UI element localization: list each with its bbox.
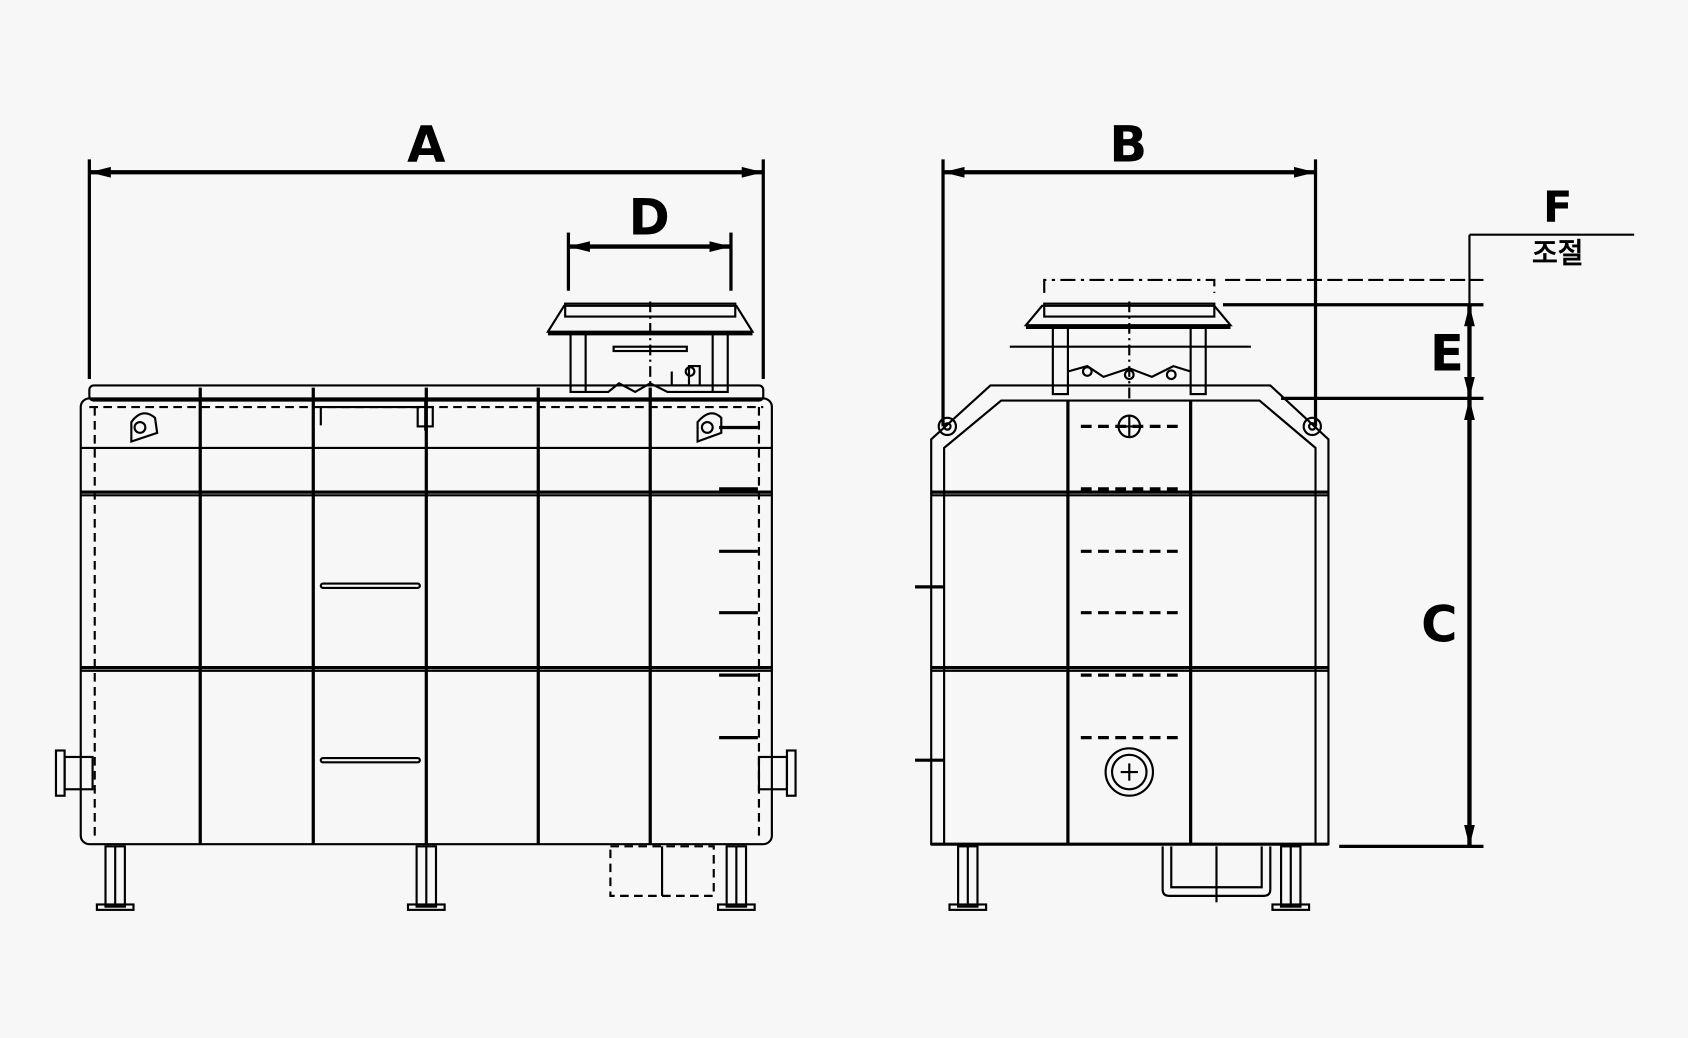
dimension-label-c: C xyxy=(1421,596,1457,654)
lifting-lug-icon xyxy=(130,412,159,443)
lifting-eye-icon xyxy=(1302,416,1322,437)
dimension-label-e: E xyxy=(1430,324,1464,382)
dimension-label-f: F xyxy=(1543,183,1572,233)
dimension-label-b: B xyxy=(1109,116,1147,174)
dimension-label-f-note: 조절 xyxy=(1532,237,1583,270)
dimension-label-a: A xyxy=(407,116,446,174)
lifting-eye-icon xyxy=(937,416,958,437)
lifting-lug-icon xyxy=(696,412,723,444)
outlet-nozzle-icon xyxy=(1104,747,1155,797)
side-legs xyxy=(948,845,1311,911)
dimension-lines xyxy=(87,159,1635,848)
side-view xyxy=(915,278,1330,911)
dimension-label-d: D xyxy=(629,189,670,247)
side-manhole xyxy=(1009,278,1251,401)
front-manhole xyxy=(546,301,755,401)
front-view xyxy=(54,301,797,911)
front-legs xyxy=(95,845,756,911)
